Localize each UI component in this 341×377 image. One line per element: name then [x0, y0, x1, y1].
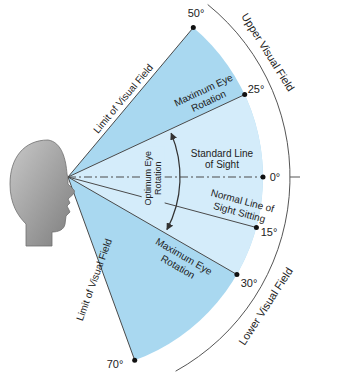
- ray-end-dots: [132, 25, 265, 363]
- bracket-tick: [290, 177, 300, 178]
- ray-label: Limit of Visual Field: [74, 237, 114, 322]
- angle-label: 15°: [261, 226, 278, 239]
- angle-label: 50°: [188, 7, 205, 20]
- angle-label: 30°: [241, 277, 258, 290]
- head-profile: [10, 140, 74, 246]
- arrow-label: Optimum Eye Rotation: [142, 146, 165, 210]
- ray-label: Maximum Eye Rotation: [169, 70, 242, 120]
- optimum-arrow: [167, 133, 180, 229]
- angle-label: 70°: [107, 358, 124, 371]
- ray-label: Standard Line of Sight: [186, 148, 258, 171]
- angle-label: 25°: [248, 83, 265, 96]
- field-label: Upper Visual Field: [239, 11, 297, 94]
- angle-label: 0°: [270, 171, 281, 184]
- ray-label: Limit of Visual Field: [91, 62, 155, 136]
- ray-label: Normal Line of Sight Sitting: [198, 184, 283, 227]
- ray-label: Maximum Eye Rotation: [145, 234, 217, 289]
